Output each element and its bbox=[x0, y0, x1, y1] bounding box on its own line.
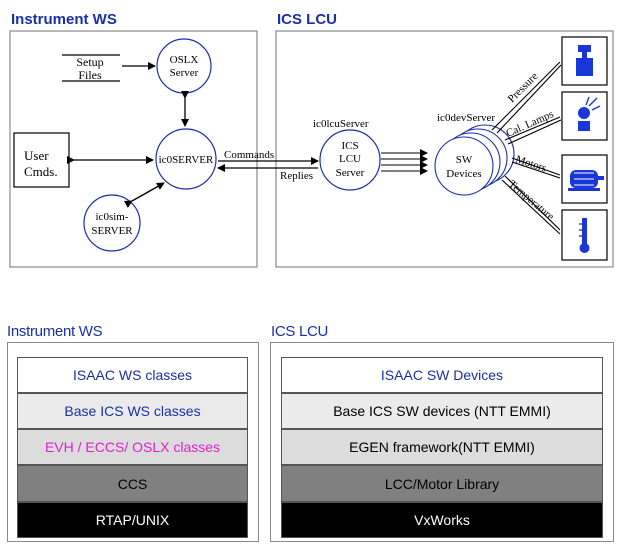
device-links bbox=[491, 61, 562, 235]
sw-devices-node: SW Devices bbox=[434, 124, 515, 196]
layer-base-ics-sw-devices-ntt-emmi: Base ICS SW devices (NTT EMMI) bbox=[281, 393, 603, 429]
lcu-server-line1: ICS bbox=[341, 140, 358, 152]
ics-lcu-server-node: ICS LCU Server bbox=[319, 129, 381, 191]
layer-egen-framework-ntt-emmi: EGEN framework(NTT EMMI) bbox=[281, 429, 603, 465]
dev-server-name: ic0devServer bbox=[437, 112, 495, 124]
bottom-right-title: ICS LCU bbox=[271, 323, 329, 340]
layer-rtap-unix: RTAP/UNIX bbox=[17, 502, 248, 538]
lcu-server-line3: Server bbox=[336, 167, 365, 179]
ics-lcu-panel bbox=[275, 30, 614, 268]
user-cmds-line1: User bbox=[24, 148, 49, 163]
device-label-temperature: Temperature bbox=[506, 178, 556, 223]
sw-devices-line2: Devices bbox=[446, 168, 481, 180]
setup-files-line2: Files bbox=[78, 68, 102, 82]
setup-files: Setup Files bbox=[62, 54, 120, 82]
device-label-pressure: Pressure bbox=[506, 70, 541, 105]
sim-ic0server-arrow bbox=[123, 182, 165, 208]
layer-isaac-ws-classes: ISAAC WS classes bbox=[17, 357, 248, 393]
layer-vxworks: VxWorks bbox=[281, 502, 603, 538]
bottom-left-title: Instrument WS bbox=[7, 323, 103, 340]
oslx-server-line2: Server bbox=[170, 67, 199, 79]
instrument-ws-stack bbox=[7, 342, 259, 542]
user-cmds-line2: Cmds. bbox=[24, 164, 58, 179]
layer-base-ics-ws-classes: Base ICS WS classes bbox=[17, 393, 248, 429]
ics-lcu-stack bbox=[270, 342, 614, 542]
oslx-server-line1: OSLX bbox=[170, 54, 199, 66]
ic0sim-line2: SERVER bbox=[91, 225, 133, 237]
setup-files-line1: Setup bbox=[76, 55, 103, 69]
architecture-diagram: Instrument WS ICS LCU Setup Files OSLX S… bbox=[9, 11, 614, 268]
layer-isaac-sw-devices: ISAAC SW Devices bbox=[281, 357, 603, 393]
replies-label: Replies bbox=[280, 170, 313, 182]
instrument-ws-panel bbox=[9, 30, 258, 268]
ic0sim-line1: ic0sim- bbox=[96, 211, 129, 223]
pressure-gauge-icon bbox=[561, 36, 608, 86]
thermometer-icon bbox=[561, 209, 608, 261]
motor-icon bbox=[561, 154, 608, 204]
oslx-server-node: OSLX Server bbox=[156, 38, 212, 94]
lcu-server-line2: LCU bbox=[339, 153, 361, 165]
lamp-icon bbox=[561, 91, 608, 141]
lcu-server-name: ic0lcuServer bbox=[313, 118, 369, 130]
device-label-cal-lamps: Cal. Lamps bbox=[504, 108, 555, 140]
layer-ccs: CCS bbox=[17, 465, 248, 502]
user-cmds-box: User Cmds. bbox=[13, 132, 70, 188]
sw-devices-line1: SW bbox=[456, 154, 473, 166]
ic0server-node: ic0SERVER bbox=[155, 128, 217, 190]
device-label-motors: Motors bbox=[514, 153, 548, 174]
ic0sim-server-node: ic0sim- SERVER bbox=[83, 194, 141, 252]
lcu-to-devices-arrows bbox=[381, 149, 428, 175]
commands-label: Commands bbox=[224, 149, 274, 161]
layer-lcc-motor-library: LCC/Motor Library bbox=[281, 465, 603, 502]
top-left-title: Instrument WS bbox=[11, 11, 117, 28]
layer-evh-eccs-oslx-classes: EVH / ECCS/ OSLX classes bbox=[17, 429, 248, 465]
ic0server-label: ic0SERVER bbox=[159, 154, 214, 166]
top-right-title: ICS LCU bbox=[277, 11, 337, 28]
